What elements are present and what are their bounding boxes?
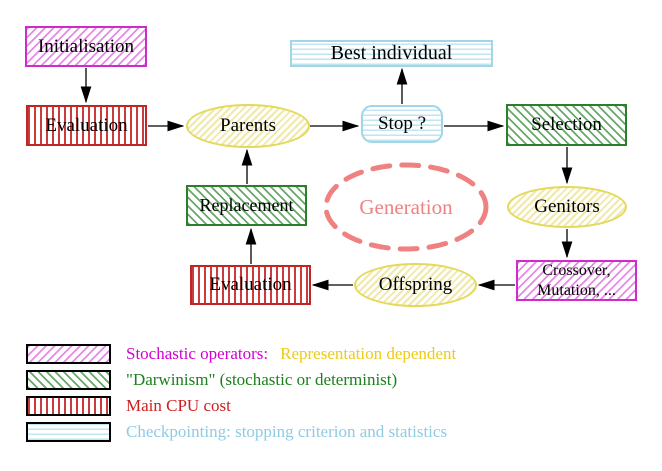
node-genitors-label: Genitors bbox=[534, 196, 600, 218]
node-crossover-line2: Mutation, ... bbox=[537, 281, 616, 299]
legend-row-darwinism: "Darwinism" (stochastic or determinist) bbox=[26, 370, 398, 390]
node-parents: Parents bbox=[186, 104, 310, 148]
legend-row-checkpointing: Checkpointing: stopping criterion and st… bbox=[26, 422, 448, 442]
legend-label-main-cpu-cost: Main CPU cost bbox=[126, 396, 231, 415]
node-selection: Selection bbox=[506, 104, 627, 146]
node-best-individual-label: Best individual bbox=[330, 42, 453, 64]
node-crossover-mutation: Crossover, Mutation, ... bbox=[516, 260, 637, 301]
legend-label-darwinism: "Darwinism" (stochastic or determinist) bbox=[126, 370, 398, 389]
node-offspring: Offspring bbox=[354, 263, 477, 307]
node-crossover-line1: Crossover, bbox=[542, 261, 611, 279]
legend-row-main-cpu-cost: Main CPU cost bbox=[26, 396, 231, 416]
generation-dashed-ellipse bbox=[323, 162, 489, 252]
node-initialisation: Initialisation bbox=[25, 26, 147, 67]
legend-swatch-checkpointing bbox=[26, 422, 111, 442]
legend-swatch-stochastic-operators bbox=[26, 344, 111, 364]
node-replacement: Replacement bbox=[186, 185, 307, 226]
legend-label-stochastic-operators: Stochastic operators: bbox=[126, 344, 269, 363]
node-genitors: Genitors bbox=[507, 186, 627, 228]
node-evaluation-bottom-label: Evaluation bbox=[209, 274, 292, 296]
legend-label-checkpointing: Checkpointing: stopping criterion and st… bbox=[126, 422, 448, 441]
legend-swatch-darwinism bbox=[26, 370, 111, 390]
node-offspring-label: Offspring bbox=[378, 274, 453, 296]
legend-label-representation-dependent: Representation dependent bbox=[280, 344, 457, 363]
node-evaluation-top-label: Evaluation bbox=[45, 114, 128, 136]
node-stop-label: Stop ? bbox=[377, 113, 427, 135]
node-selection-label: Selection bbox=[531, 114, 602, 136]
node-stop: Stop ? bbox=[361, 105, 443, 143]
legend-swatch-main-cpu-cost bbox=[26, 396, 111, 416]
node-parents-label: Parents bbox=[220, 115, 276, 137]
generation-label: Generation bbox=[359, 194, 453, 219]
node-initialisation-label: Initialisation bbox=[37, 35, 135, 57]
node-best-individual: Best individual bbox=[290, 40, 493, 67]
node-evaluation-top: Evaluation bbox=[26, 105, 147, 146]
legend-row-stochastic-operators: Stochastic operators: Representation dep… bbox=[26, 344, 457, 364]
node-evaluation-bottom: Evaluation bbox=[190, 265, 311, 305]
node-replacement-label: Replacement bbox=[199, 195, 294, 216]
